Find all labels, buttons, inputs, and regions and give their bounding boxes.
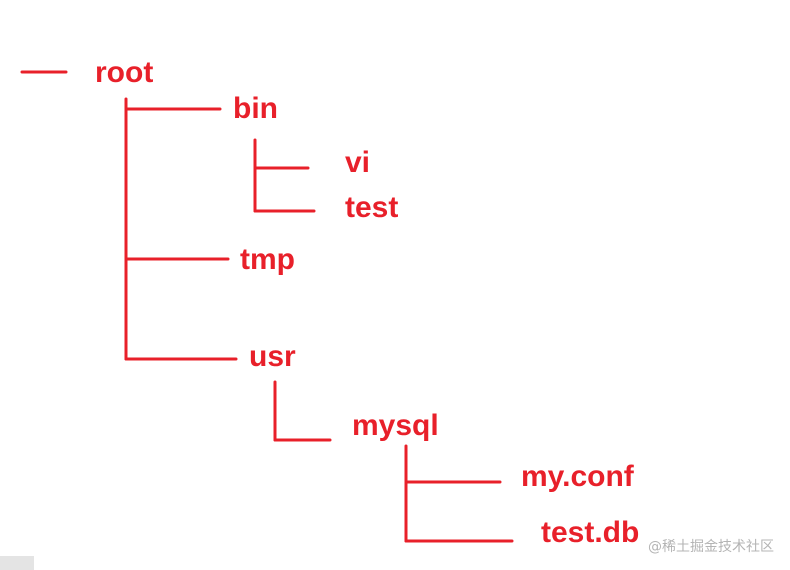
node-root: root <box>95 56 154 89</box>
node-tmp: tmp <box>240 243 295 276</box>
node-mysql: mysql <box>352 409 439 442</box>
node-usr: usr <box>249 340 296 373</box>
node-vi: vi <box>345 146 371 179</box>
watermark-text: @稀土掘金技术社区 <box>648 539 774 555</box>
node-bin-test: test <box>345 191 399 224</box>
node-my-conf: my.conf <box>521 460 634 493</box>
corner-tab <box>0 556 34 570</box>
node-bin: bin <box>233 92 278 125</box>
node-test-db: test.db <box>541 516 640 549</box>
